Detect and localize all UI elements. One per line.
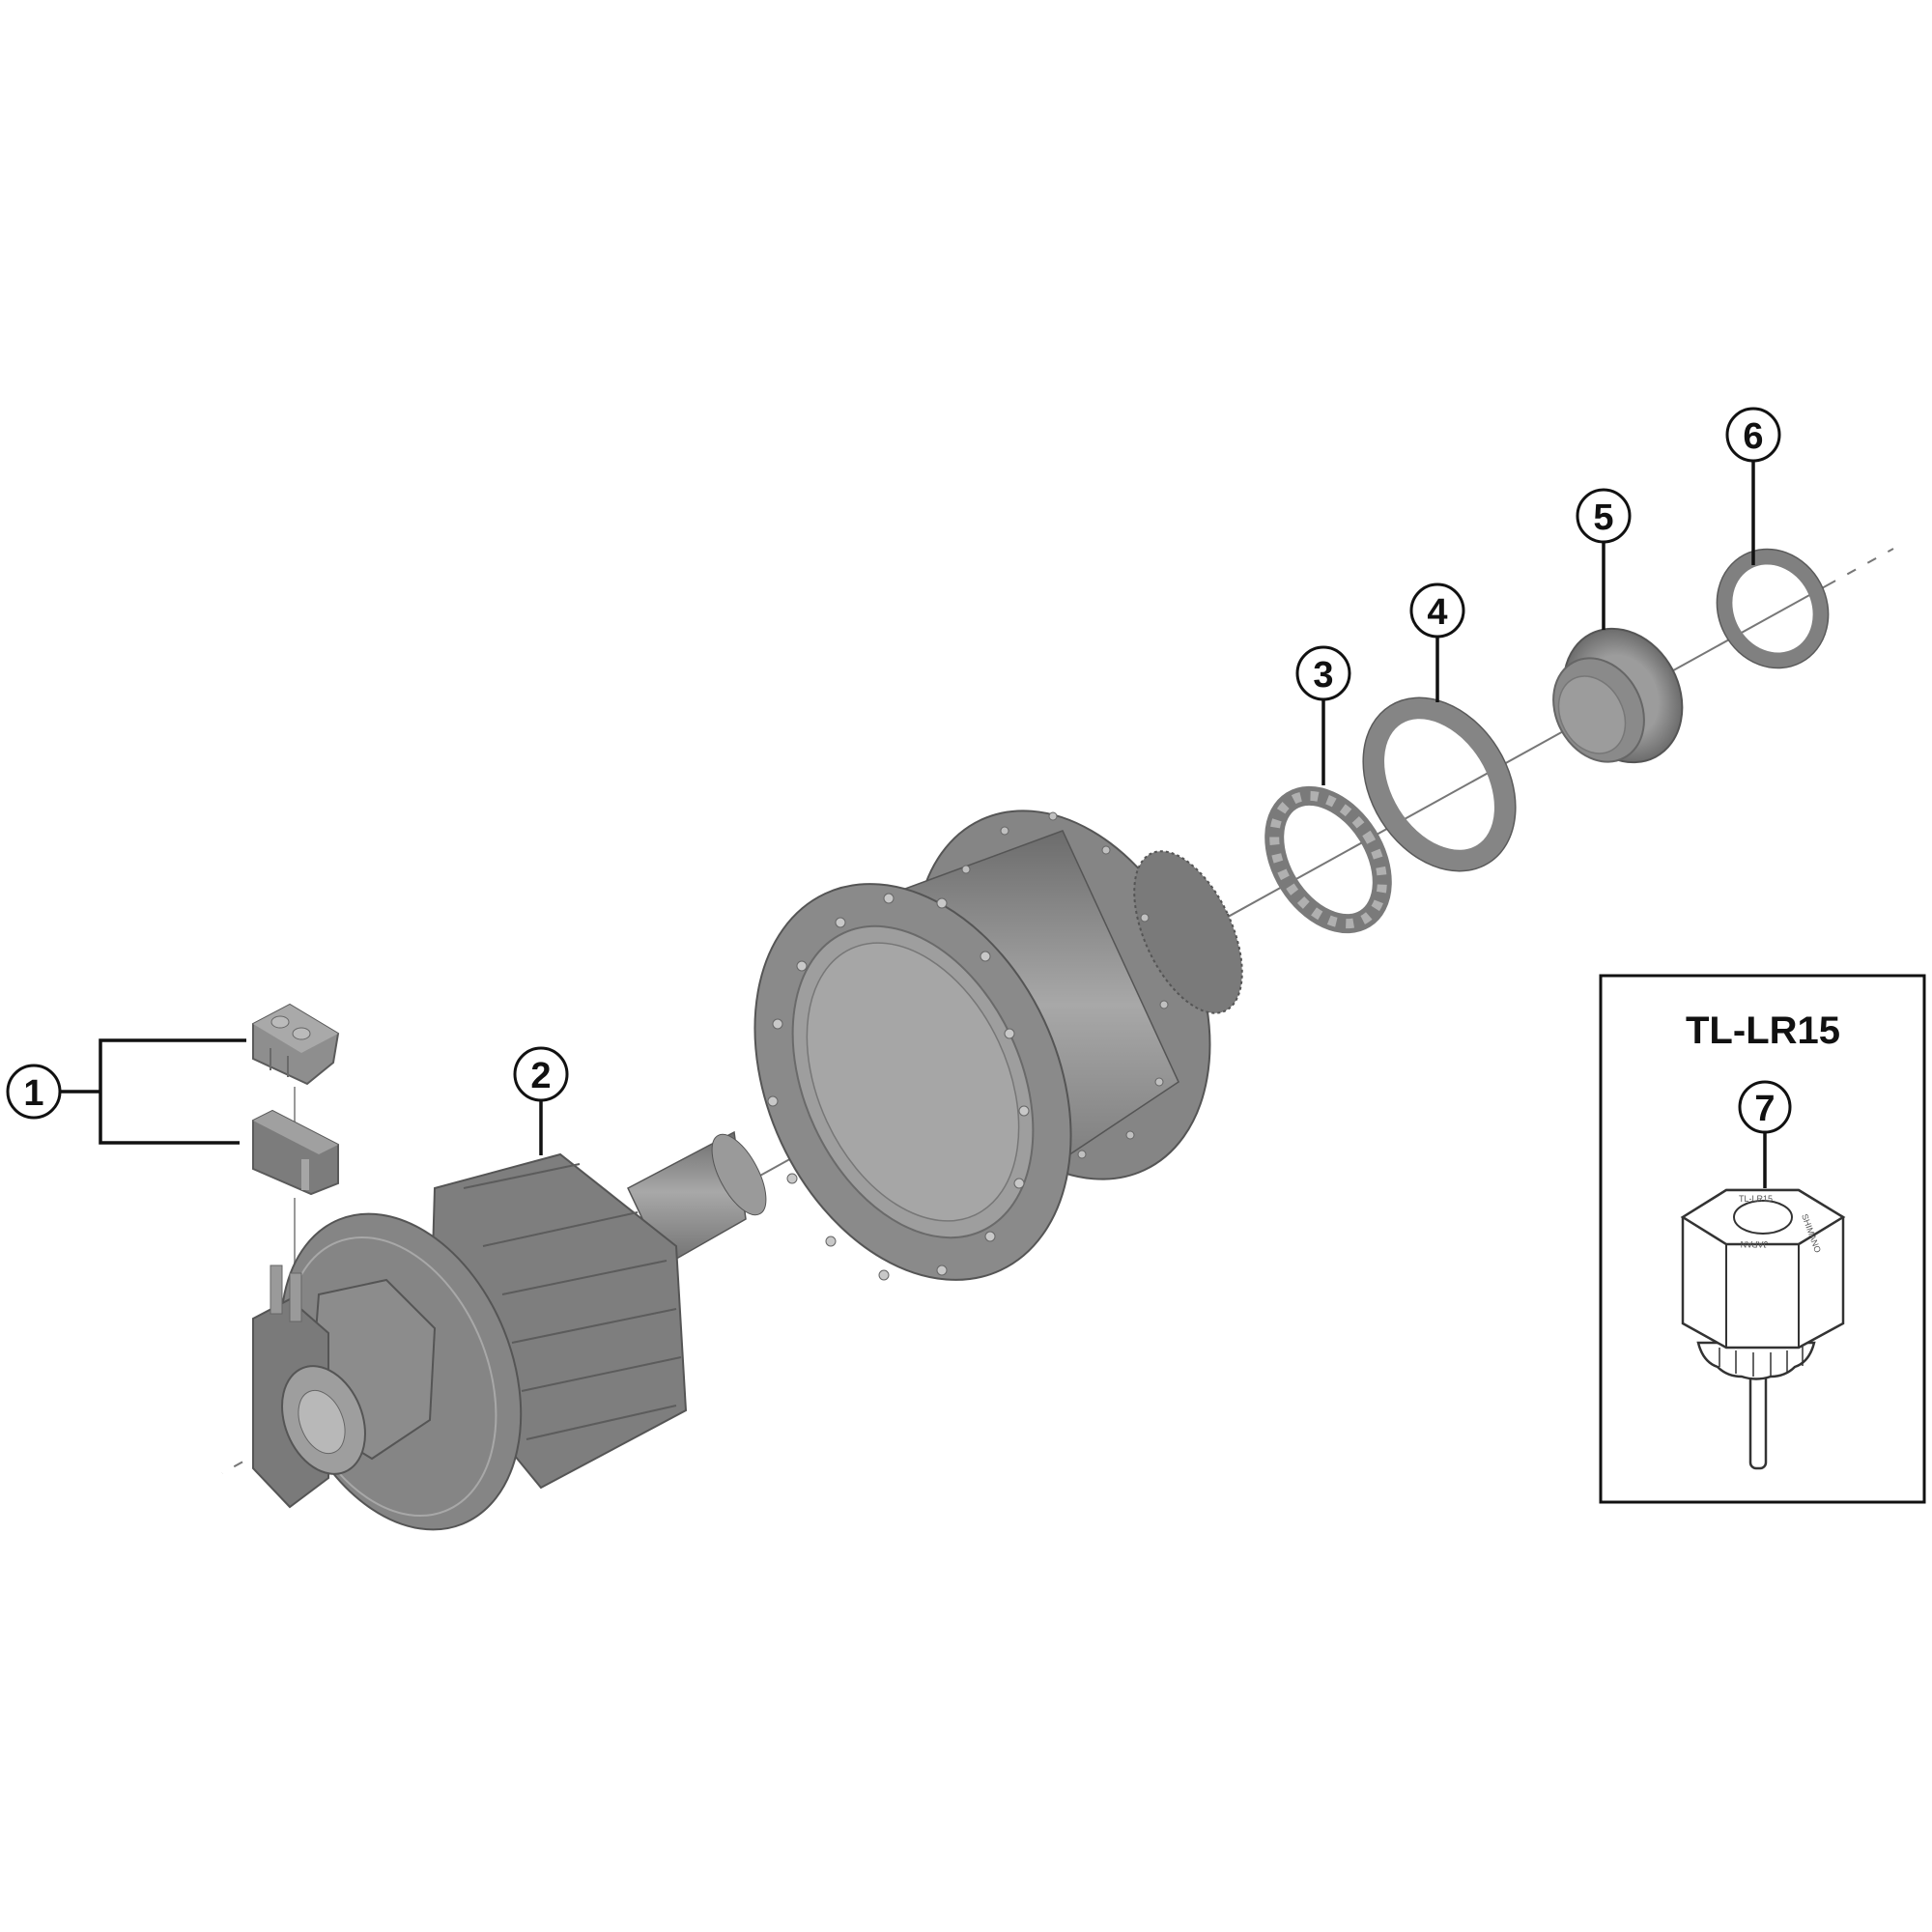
callout-1[interactable]: 1: [6, 1038, 246, 1145]
connector-bottom-piece: [252, 1109, 339, 1196]
part-4-dust-seal[interactable]: [1332, 669, 1547, 899]
callout-6-label: 6: [1743, 416, 1763, 457]
tool-engraving-top: TL-LR15: [1739, 1194, 1773, 1204]
part-7-lockring-tool[interactable]: TL-LR15 SHIMANO JAPAN: [1680, 1188, 1846, 1470]
part-6-spacer-ring[interactable]: [1696, 529, 1849, 688]
callout-7[interactable]: 7: [1738, 1080, 1792, 1188]
callout-4[interactable]: 4: [1409, 582, 1465, 702]
callout-3-label: 3: [1313, 655, 1333, 696]
callout-5-label: 5: [1593, 497, 1613, 538]
callout-6[interactable]: 6: [1725, 407, 1781, 565]
part-5-cone[interactable]: [1536, 608, 1705, 783]
tool-title: TL-LR15: [1686, 1009, 1840, 1052]
connector-top-piece: [252, 1003, 340, 1086]
hub-shell: [753, 810, 1243, 1281]
part-3-bearing-retainer[interactable]: [1252, 777, 1405, 944]
part-1-connector-set[interactable]: [252, 1003, 340, 1280]
callout-5[interactable]: 5: [1576, 488, 1632, 630]
callout-4-label: 4: [1427, 592, 1447, 633]
callout-3[interactable]: 3: [1295, 645, 1351, 785]
callout-2[interactable]: 2: [513, 1046, 569, 1155]
callout-1-label: 1: [23, 1073, 43, 1114]
callout-7-label: 7: [1754, 1089, 1775, 1129]
part-2-freehub-body[interactable]: [237, 1126, 778, 1566]
callout-2-label: 2: [530, 1056, 551, 1096]
tool-engraving-bottom: JAPAN: [1741, 1239, 1768, 1249]
